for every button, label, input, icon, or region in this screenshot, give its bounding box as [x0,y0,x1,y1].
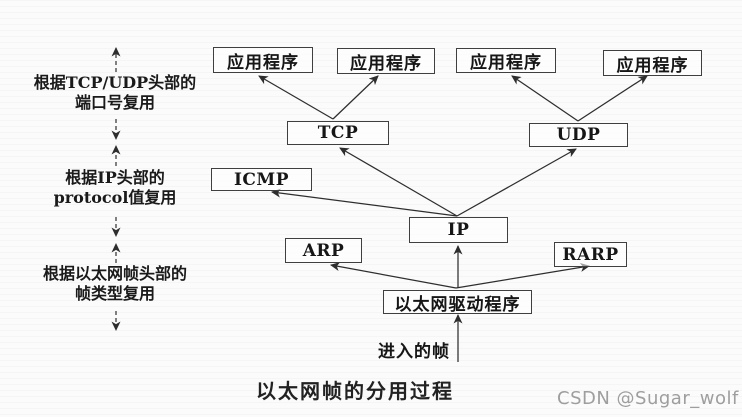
node-application-2: 应用程序 [337,48,435,74]
side-label-tcp-udp-ports: 根据TCP/UDP头部的 端口号复用 [15,73,215,113]
arrow-ip-to-tcp [339,147,458,217]
node-tcp: TCP [287,121,389,145]
csdn-watermark: CSDN @Sugar_wolf [557,388,739,409]
side-label-line: protocol值复用 [53,188,177,207]
arrow-udp-to-app3 [511,75,579,122]
arrow-tcp-to-app2 [332,75,379,120]
node-application-4: 应用程序 [603,50,702,76]
side-label-line: 根据以太网帧头部的 [42,264,187,283]
node-arp: ARP [285,238,362,263]
node-rarp: RARP [554,242,627,267]
node-udp: UDP [529,123,628,147]
side-label-frame-type: 根据以太网帧头部的 帧类型复用 [15,264,215,304]
side-label-line: 根据IP头部的 [65,168,165,187]
node-ip: IP [409,217,508,243]
arrow-ip-to-icmp [271,188,458,217]
node-application-1: 应用程序 [213,47,313,73]
arrow-ip-to-udp [456,148,577,217]
arrow-driver-to-arp [330,262,457,289]
side-label-line: 帧类型复用 [74,284,155,303]
side-label-ip-protocol: 根据IP头部的 protocol值复用 [15,168,215,208]
incoming-frame-label: 进入的帧 [378,342,450,362]
arrow-udp-to-app4 [577,75,648,122]
node-icmp: ICMP [211,168,312,191]
figure-caption: 以太网帧的分用过程 [256,379,454,403]
side-label-line: 根据TCP/UDP头部的 [33,73,197,92]
node-ethernet-driver: 以太网驱动程序 [383,290,532,315]
node-application-3: 应用程序 [456,48,556,73]
side-label-line: 端口号复用 [74,93,155,112]
arrow-tcp-to-app1 [258,75,334,120]
arrow-driver-to-rarp [455,262,590,289]
